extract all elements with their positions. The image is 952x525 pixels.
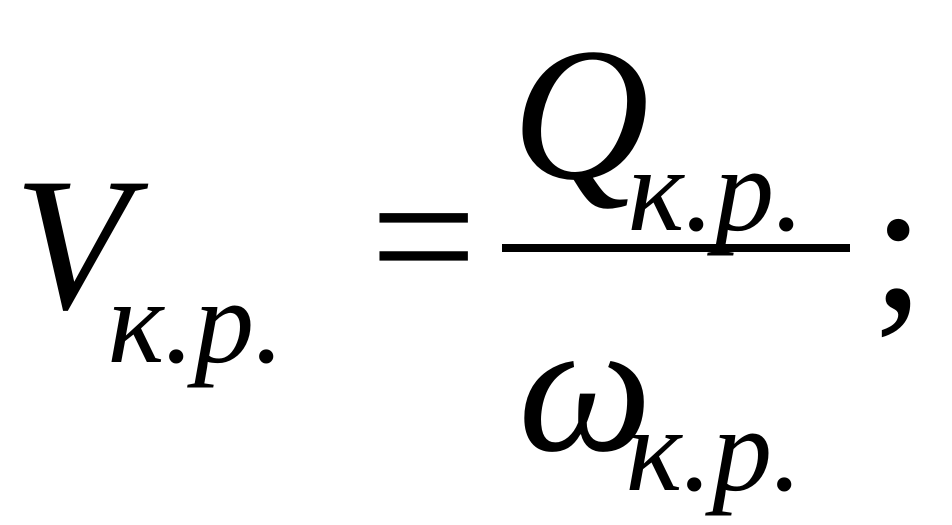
denominator-subscript: к.р.	[626, 383, 803, 516]
numerator-subscript: к.р.	[628, 123, 805, 256]
lhs-subscript: к.р.	[108, 255, 285, 388]
semicolon: ;	[872, 140, 925, 350]
fraction-bar	[502, 244, 850, 252]
numerator-symbol: Q	[512, 10, 650, 220]
lhs-symbol: V	[14, 140, 131, 350]
equals-sign: =	[370, 132, 478, 342]
denominator-symbol: ω	[518, 282, 653, 492]
